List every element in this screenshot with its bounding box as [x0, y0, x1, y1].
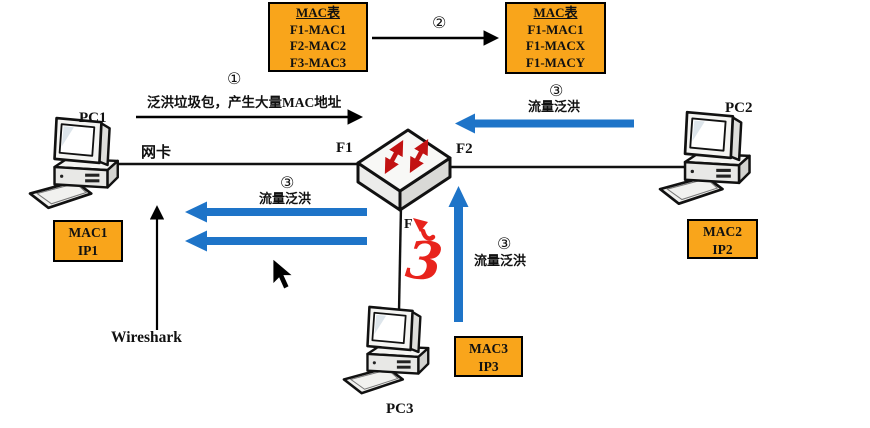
pc1-address-tag: MAC1 IP1: [53, 220, 123, 262]
mouse-cursor: [272, 258, 294, 290]
pc3-mac: MAC3: [469, 341, 508, 356]
step1-label: 泛洪垃圾包，产生大量MAC地址: [147, 95, 342, 110]
pc1-ip: IP1: [77, 243, 99, 258]
mac-table-before: MAC表 F1-MAC1 F2-MAC2 F3-MAC3: [268, 2, 368, 72]
pc1-icon: [28, 116, 120, 210]
mac-table-after-title: MAC表: [533, 5, 578, 20]
port-f1-label: F1: [336, 140, 353, 156]
step3-bottom-label: 流量泛洪: [474, 253, 527, 268]
pc3-icon: [342, 305, 430, 395]
mac-table-row: F1-MAC1: [289, 21, 347, 37]
mac-table-before-title: MAC表: [295, 5, 341, 20]
mac-table-row: F1-MAC1: [527, 21, 584, 37]
port-f2-label: F2: [456, 141, 473, 157]
pc2-address-tag: MAC2 IP2: [687, 219, 758, 259]
pc2-label: PC2: [725, 100, 753, 116]
traffic-flood-arrow-right: [455, 113, 634, 134]
pc2-mac: MAC2: [703, 224, 742, 239]
step3-left-label: 流量泛洪: [259, 191, 312, 206]
pc2-ip: IP2: [712, 242, 733, 257]
port-f3-label: F: [404, 217, 413, 232]
step3-right-number: ③: [549, 81, 564, 100]
mac-table-row: F2-MAC2: [289, 38, 347, 53]
step3-left-number: ③: [280, 173, 295, 192]
step1-number: ①: [227, 69, 242, 88]
ethernet-link-switch-pc3: [397, 205, 403, 312]
pc3-label: PC3: [386, 401, 414, 417]
handwritten-red-3: 3: [402, 229, 446, 294]
step3-bottom-number: ③: [497, 234, 512, 253]
pc2-icon: [658, 110, 751, 206]
traffic-flood-arrow-left-1: [185, 201, 367, 223]
mac-table-row: F3-MAC3: [289, 54, 347, 70]
red-scribble-arrow-icon: [413, 218, 436, 241]
mac-table-row: F1-MACY: [525, 54, 586, 70]
switch-icon: [356, 128, 452, 212]
mac-table-row: F1-MACX: [525, 38, 586, 53]
traffic-flood-arrow-left-2: [185, 230, 367, 252]
pc1-mac: MAC1: [68, 225, 108, 240]
pc3-address-tag: MAC3 IP3: [454, 336, 523, 377]
pc3-ip: IP3: [478, 359, 499, 374]
traffic-flood-arrow-up: [448, 186, 469, 322]
mac-table-after: MAC表 F1-MAC1 F1-MACX F1-MACY: [505, 2, 606, 74]
pc1-label: PC1: [79, 110, 107, 126]
step2-number: ②: [432, 13, 447, 32]
step3-right-label: 流量泛洪: [528, 99, 581, 114]
wireshark-label: Wireshark: [111, 329, 182, 346]
nic-label: 网卡: [141, 145, 172, 161]
